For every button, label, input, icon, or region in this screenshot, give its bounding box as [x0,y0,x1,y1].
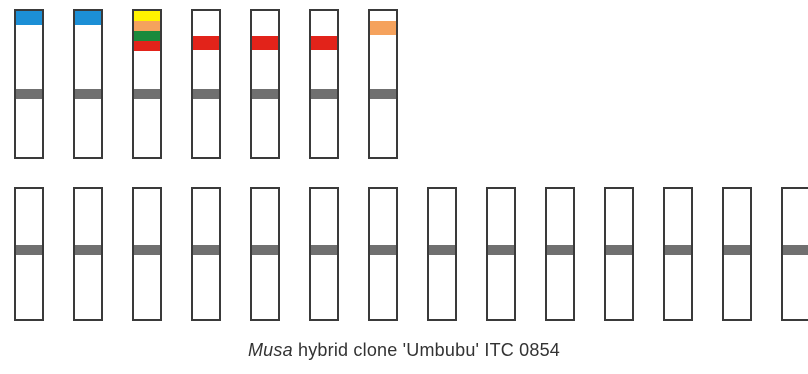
signal-green [134,31,160,41]
chromosome-top-5 [250,9,280,159]
centromere-band [488,245,514,255]
centromere-band [547,245,573,255]
chromosome-bottom-12 [663,187,693,321]
signal-orange [134,21,160,31]
centromere-band [665,245,691,255]
centromere-band [134,89,160,99]
centromere-band [193,245,219,255]
figure-caption: Musa hybrid clone 'Umbubu' ITC 0854 [0,340,808,361]
signal-red [252,36,278,50]
chromosome-top-1 [14,9,44,159]
chromosome-bottom-3 [132,187,162,321]
centromere-band [252,89,278,99]
chromosome-top-4 [191,9,221,159]
chromosome-top-3 [132,9,162,159]
chromosome-top-2 [73,9,103,159]
centromere-band [370,245,396,255]
chromosome-bottom-11 [604,187,634,321]
chromosome-bottom-14 [781,187,808,321]
centromere-band [16,245,42,255]
centromere-band [16,89,42,99]
signal-red [311,36,337,50]
centromere-band [311,245,337,255]
centromere-band [75,89,101,99]
signal-yellow [134,11,160,21]
signal-red [134,41,160,51]
centromere-band [311,89,337,99]
centromere-band [134,245,160,255]
chromosome-bottom-5 [250,187,280,321]
chromosome-bottom-9 [486,187,516,321]
chromosome-bottom-10 [545,187,575,321]
centromere-band [724,245,750,255]
chromosome-bottom-2 [73,187,103,321]
centromere-band [75,245,101,255]
centromere-band [252,245,278,255]
signal-blue [75,11,101,25]
chromosome-bottom-8 [427,187,457,321]
centromere-band [370,89,396,99]
caption-text: hybrid clone 'Umbubu' ITC 0854 [292,340,561,360]
caption-genus: Musa [247,340,293,360]
signal-blue [16,11,42,25]
signal-red [193,36,219,50]
centromere-band [429,245,455,255]
chromosome-bottom-7 [368,187,398,321]
chromosome-bottom-13 [722,187,752,321]
chromosome-bottom-1 [14,187,44,321]
signal-orange [370,21,396,35]
chromosome-bottom-6 [309,187,339,321]
chromosome-top-6 [309,9,339,159]
chromosome-top-7 [368,9,398,159]
centromere-band [193,89,219,99]
centromere-band [606,245,632,255]
chromosome-bottom-4 [191,187,221,321]
centromere-band [783,245,808,255]
